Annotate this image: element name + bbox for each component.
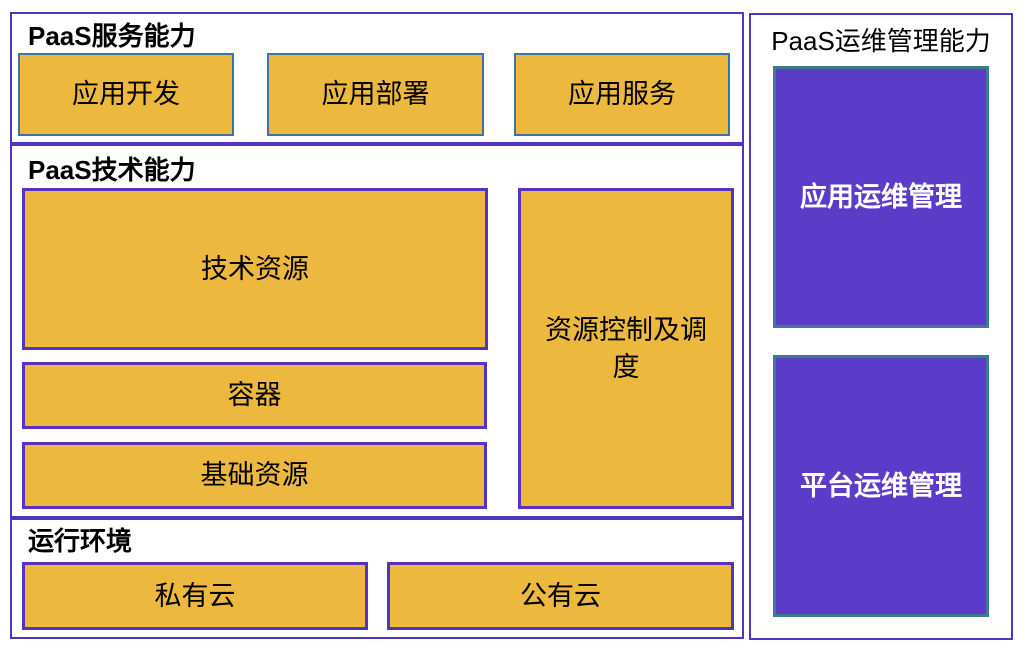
section-paas-services: PaaS服务能力 应用开发 应用部署 应用服务 xyxy=(10,12,744,144)
capability-box-app-service: 应用服务 xyxy=(514,53,730,136)
capability-box-resource-control-scheduling: 资源控制及调 度 xyxy=(518,188,734,509)
capability-box-container: 容器 xyxy=(22,362,487,429)
section-title-runtime-environment: 运行环境 xyxy=(28,526,133,556)
capability-box-app-deployment: 应用部署 xyxy=(267,53,484,136)
section-title-paas-ops-management: PaaS运维管理能力 xyxy=(771,26,991,56)
capability-box-tech-resource: 技术资源 xyxy=(22,188,488,350)
section-runtime-environment: 运行环境 私有云 公有云 xyxy=(10,518,744,639)
section-paas-technical: PaaS技术能力 技术资源 容器 基础资源 资源控制及调 度 xyxy=(10,144,744,518)
capability-box-public-cloud: 公有云 xyxy=(387,562,734,630)
capability-box-private-cloud: 私有云 xyxy=(22,562,368,630)
section-title-paas-services: PaaS服务能力 xyxy=(28,21,196,51)
section-paas-ops-management: PaaS运维管理能力 应用运维管理 平台运维管理 xyxy=(749,13,1013,640)
capability-box-app-development: 应用开发 xyxy=(18,53,234,136)
capability-box-base-resource: 基础资源 xyxy=(22,442,487,509)
section-title-paas-technical: PaaS技术能力 xyxy=(28,155,196,185)
capability-box-platform-ops-management: 平台运维管理 xyxy=(773,355,989,617)
capability-box-app-ops-management: 应用运维管理 xyxy=(773,66,989,328)
